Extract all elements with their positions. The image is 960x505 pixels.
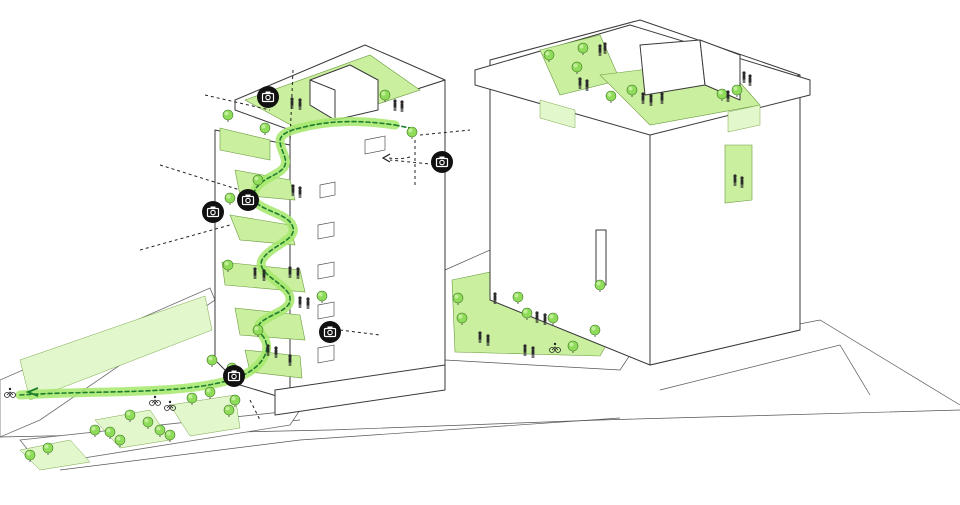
tree-icon bbox=[547, 312, 559, 325]
person-icon bbox=[262, 269, 266, 281]
tree-icon bbox=[594, 279, 606, 292]
person-icon bbox=[400, 100, 404, 112]
person-icon bbox=[291, 184, 295, 196]
person-icon bbox=[290, 97, 294, 109]
person-icon bbox=[253, 267, 257, 279]
tree-icon bbox=[104, 426, 116, 439]
tree-icon bbox=[204, 386, 216, 399]
person-icon bbox=[649, 94, 653, 106]
person-icon bbox=[393, 99, 397, 111]
tree-icon bbox=[252, 174, 264, 187]
person-icon bbox=[543, 313, 547, 325]
bicycle-icon bbox=[549, 342, 561, 353]
person-icon bbox=[742, 71, 746, 83]
camera-icon[interactable] bbox=[319, 321, 341, 343]
tree-icon bbox=[259, 122, 271, 135]
tree-icon bbox=[114, 434, 126, 447]
tree-icon bbox=[142, 416, 154, 429]
tree-icon bbox=[605, 90, 617, 103]
person-icon bbox=[478, 331, 482, 343]
tree-icon bbox=[452, 292, 464, 305]
tree-icon bbox=[124, 409, 136, 422]
person-icon bbox=[296, 267, 300, 279]
tree-icon bbox=[186, 392, 198, 405]
person-icon bbox=[748, 74, 752, 86]
person-icon bbox=[288, 266, 292, 278]
tree-icon bbox=[456, 312, 468, 325]
tree-icon bbox=[567, 340, 579, 353]
bicycle-icon bbox=[4, 387, 16, 398]
person-icon bbox=[274, 346, 278, 358]
tree-icon bbox=[224, 192, 236, 205]
tree-icon bbox=[543, 49, 555, 62]
person-icon bbox=[603, 42, 607, 54]
person-icon bbox=[486, 334, 490, 346]
tree-icon bbox=[154, 424, 166, 437]
viewpoints-layer[interactable] bbox=[202, 86, 453, 387]
person-icon bbox=[578, 77, 582, 89]
trees-layer bbox=[24, 42, 743, 462]
person-icon bbox=[733, 174, 737, 186]
tree-icon bbox=[222, 109, 234, 122]
tree-icon bbox=[406, 126, 418, 139]
camera-icon[interactable] bbox=[237, 189, 259, 211]
tree-icon bbox=[206, 354, 218, 367]
tree-icon bbox=[223, 404, 235, 417]
tree-icon bbox=[316, 290, 328, 303]
bicycle-icon bbox=[164, 400, 176, 411]
tree-icon bbox=[222, 259, 234, 272]
people-layer bbox=[253, 42, 752, 366]
camera-icon[interactable] bbox=[202, 201, 224, 223]
tree-icon bbox=[521, 307, 533, 320]
bicycles-layer bbox=[4, 342, 561, 411]
tree-icon bbox=[252, 324, 264, 337]
tree-icon bbox=[731, 84, 743, 97]
person-icon bbox=[298, 98, 302, 110]
bicycle-icon bbox=[149, 395, 161, 406]
left-tower bbox=[214, 44, 446, 416]
person-icon bbox=[493, 292, 497, 304]
person-icon bbox=[740, 176, 744, 188]
person-icon bbox=[641, 92, 645, 104]
person-icon bbox=[298, 296, 302, 308]
tree-icon bbox=[571, 61, 583, 74]
person-icon bbox=[598, 44, 602, 56]
tree-icon bbox=[626, 84, 638, 97]
tree-icon bbox=[229, 394, 241, 407]
tree-icon bbox=[24, 449, 36, 462]
tree-icon bbox=[42, 442, 54, 455]
person-icon bbox=[266, 344, 270, 356]
tree-icon bbox=[164, 429, 176, 442]
tree-icon bbox=[89, 424, 101, 437]
tree-icon bbox=[589, 324, 601, 337]
camera-icon[interactable] bbox=[223, 365, 245, 387]
person-icon bbox=[531, 346, 535, 358]
person-icon bbox=[585, 79, 589, 91]
person-icon bbox=[298, 186, 302, 198]
person-icon bbox=[660, 92, 664, 104]
route-arrow-icon bbox=[25, 387, 39, 397]
tree-icon bbox=[577, 42, 589, 55]
tree-icon bbox=[379, 89, 391, 102]
camera-icon[interactable] bbox=[257, 86, 279, 108]
camera-icon[interactable] bbox=[431, 151, 453, 173]
person-icon bbox=[306, 297, 310, 309]
person-icon bbox=[726, 90, 730, 102]
tree-icon bbox=[512, 291, 524, 304]
person-icon bbox=[288, 354, 292, 366]
person-icon bbox=[523, 344, 527, 356]
entry-arrow-icon bbox=[381, 153, 411, 163]
person-icon bbox=[535, 311, 539, 323]
